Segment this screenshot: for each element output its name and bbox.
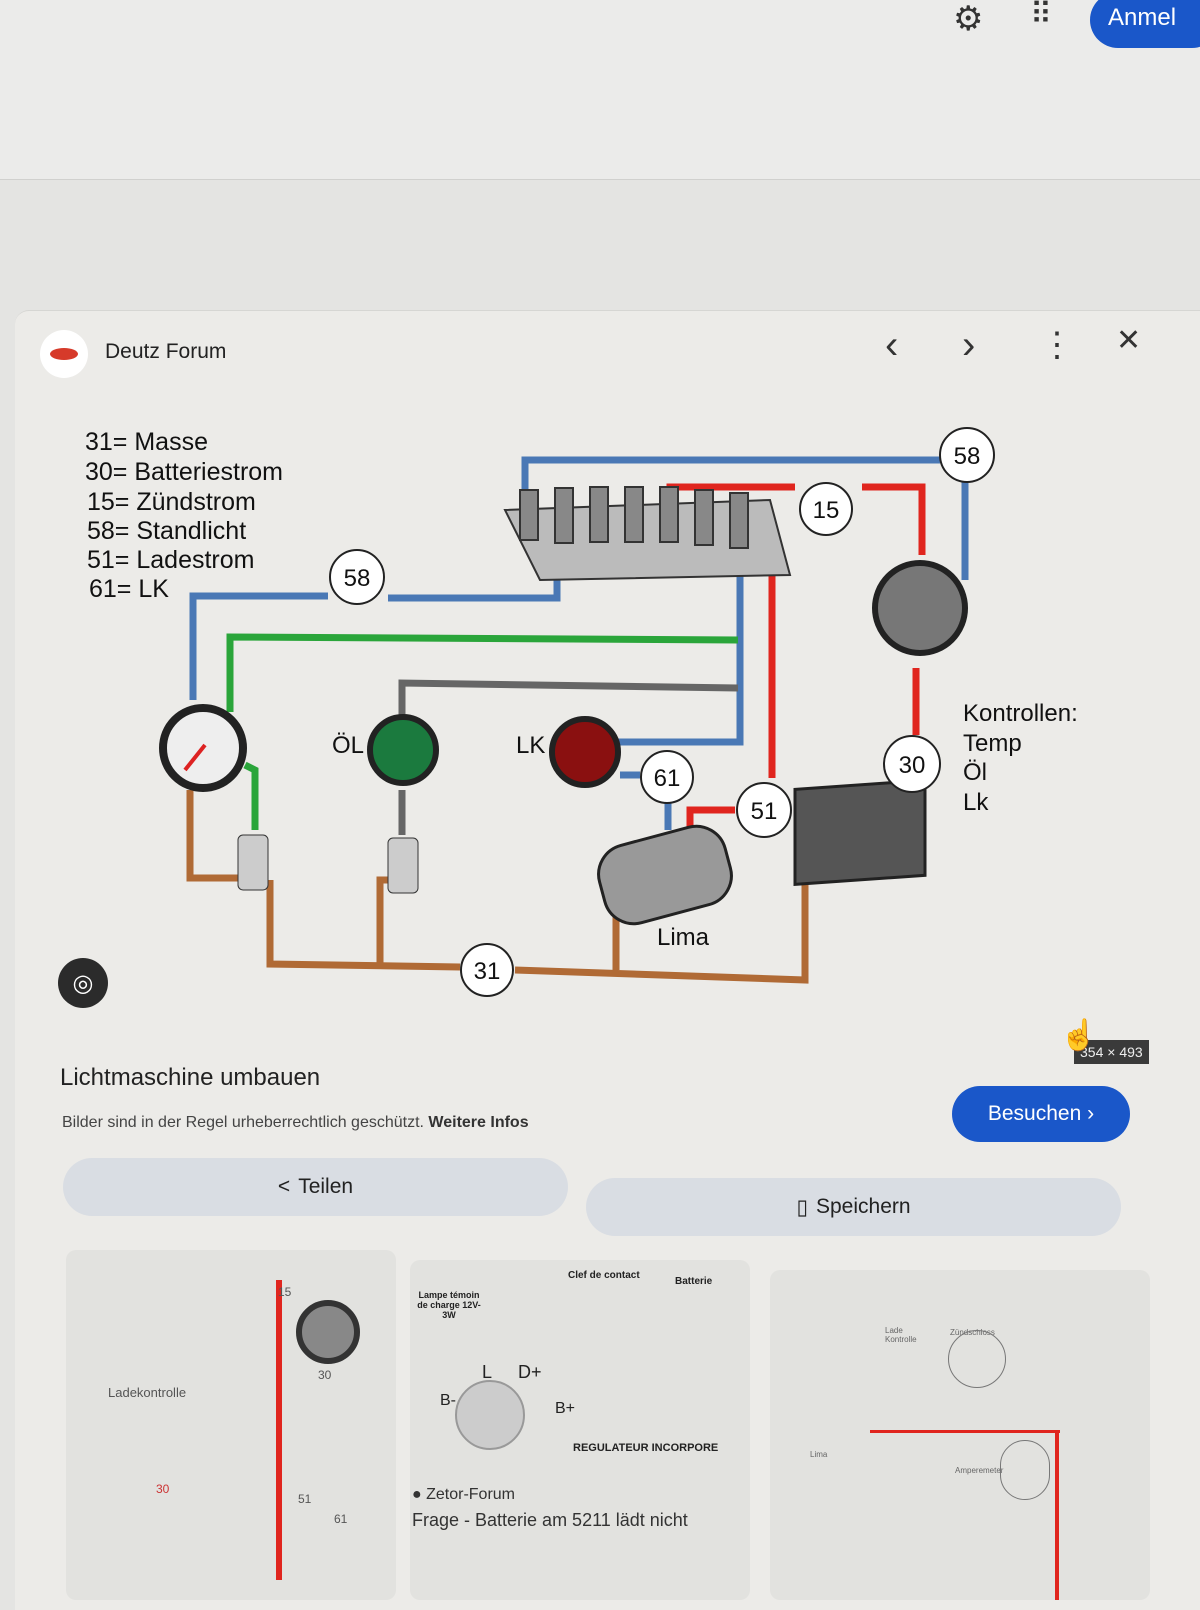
terminal-label: 31 [474, 958, 501, 985]
lens-icon: ◎ [72, 969, 94, 997]
thumb-label: L [482, 1362, 493, 1382]
wire-red [686, 806, 735, 830]
terminal-label: 58 [344, 565, 371, 592]
controls-label: Temp [963, 730, 1022, 757]
thumb-title[interactable]: Frage - Batterie am 5211 lädt nicht [412, 1510, 688, 1530]
terminal-label: 61 [654, 765, 681, 792]
copyright-text: Bilder sind in der Regel urheberrechtlic… [62, 1114, 424, 1131]
related-image-1[interactable]: Ladekontrolle 15 30 51 61 30 [66, 1250, 396, 1600]
top-bar [0, 0, 1200, 180]
thumb-label: Ladekontrolle [108, 1385, 187, 1400]
controls-label: Öl [963, 759, 987, 786]
terminal-label: 51 [751, 798, 778, 825]
sensor-oil [387, 837, 419, 894]
thumb-label: REGULATEUR INCORPORE [573, 1442, 719, 1454]
wire-red [276, 1280, 282, 1580]
oil-warning-lamp [367, 714, 439, 786]
controls-label: Kontrollen: [963, 700, 1078, 727]
image-dimensions: 354 × 493 [1074, 1040, 1149, 1064]
legend-line: 15= Zündstrom [87, 488, 256, 516]
thumb-label: Batterie [675, 1276, 713, 1287]
save-button[interactable]: ▯ Speichern [586, 1178, 1121, 1236]
wire-blue [388, 560, 561, 602]
bookmark-icon: ▯ [796, 1195, 808, 1219]
sensor-temp [237, 834, 269, 891]
apps-grid-icon[interactable]: ⠿ [1030, 0, 1052, 31]
wire-red [1055, 1430, 1059, 1600]
thumb-label: Lampe témoin de charge 12V-3W [417, 1290, 481, 1320]
thumb-label: 51 [298, 1492, 312, 1506]
thumb-label: B- [440, 1392, 456, 1409]
more-info-link[interactable]: Weitere Infos [428, 1114, 529, 1131]
share-label: Teilen [298, 1175, 354, 1198]
terminal-label: 15 [813, 497, 840, 524]
wire-green [226, 633, 739, 712]
related-image-3[interactable]: Lade Kontrolle Zündschloss Lima Ampereme… [770, 1270, 1150, 1600]
legend-line: 30= Batteriestrom [85, 458, 283, 486]
ignition-switch [296, 1300, 360, 1364]
lk-label: LK [516, 732, 545, 759]
alternator [597, 824, 733, 926]
terminal-label: 30 [899, 752, 926, 779]
ignition-switch [872, 560, 968, 656]
wire-red [870, 1430, 1060, 1433]
share-icon: < [277, 1175, 291, 1198]
settings-gear-icon[interactable]: ⚙ [953, 0, 984, 38]
thumb-source[interactable]: ● Zetor-Forum [412, 1486, 516, 1503]
wire-brown [266, 880, 461, 971]
ammeter [1000, 1440, 1050, 1500]
legend-line: 58= Standlicht [87, 517, 246, 545]
thumb-label: Clef de contact [568, 1270, 640, 1281]
lima-label: Lima [657, 924, 710, 951]
share-button[interactable]: < Teilen [63, 1158, 568, 1216]
thumb-label: B+ [555, 1400, 576, 1417]
battery [793, 778, 927, 887]
thumb-label: 30 [318, 1368, 332, 1382]
legend-line: 31= Masse [85, 428, 208, 456]
thumb-label: 15 [278, 1285, 292, 1299]
alternator [455, 1380, 525, 1450]
sign-in-button[interactable]: Anmel [1090, 0, 1200, 48]
wire-blue [521, 456, 940, 500]
visit-button[interactable]: Besuchen › [952, 1086, 1130, 1142]
copyright-notice: Bilder sind in der Regel urheberrechtlic… [62, 1114, 529, 1132]
wire-gray [398, 679, 739, 715]
image-title[interactable]: Lichtmaschine umbauen [60, 1064, 321, 1091]
thumb-label: Lade Kontrolle [885, 1326, 917, 1344]
wire-red [862, 483, 926, 555]
previous-image-button[interactable]: ‹ [885, 323, 899, 367]
thumb-source-name: Zetor-Forum [426, 1486, 516, 1503]
wire-blue [189, 592, 328, 700]
legend-line: 61= LK [89, 575, 169, 603]
fuse-box [503, 486, 792, 582]
controls-label: Lk [963, 789, 989, 816]
close-button[interactable]: ✕ [1116, 324, 1142, 357]
thumb-label: Lima [810, 1450, 828, 1459]
thumb-label: 61 [334, 1512, 348, 1526]
next-image-button[interactable]: › [962, 323, 976, 367]
ignition-switch [948, 1330, 1006, 1388]
charge-warning-lamp [549, 716, 621, 788]
oil-label: ÖL [332, 732, 364, 759]
wire-blue [615, 560, 744, 746]
hand-cursor-icon: ☝ [1060, 1019, 1098, 1052]
wire-brown [186, 790, 240, 882]
terminal-label: 58 [954, 443, 981, 470]
legend-line: 51= Ladestrom [87, 546, 254, 574]
thumb-label: 30 [156, 1482, 170, 1496]
more-options-button[interactable]: ⋮ [1040, 326, 1074, 364]
thumb-label: Amperemeter [955, 1466, 1004, 1475]
lens-search-button[interactable]: ◎ [58, 958, 108, 1008]
source-name[interactable]: Deutz Forum [105, 340, 227, 363]
save-label: Speichern [816, 1195, 911, 1218]
thumb-label: D+ [518, 1362, 542, 1382]
related-image-2[interactable]: Clef de contact Batterie Lampe témoin de… [410, 1260, 750, 1600]
source-favicon [40, 330, 88, 378]
wire-green [243, 761, 259, 830]
wire-brown [514, 870, 809, 984]
